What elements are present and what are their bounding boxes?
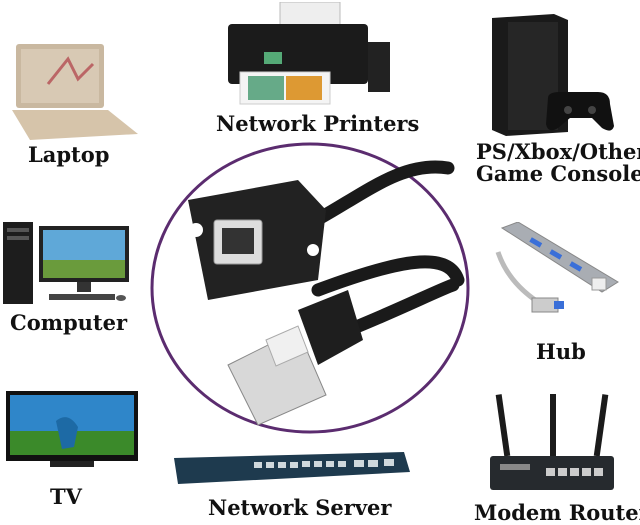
hub-label: Hub	[536, 339, 586, 364]
modem-router-label: Modem Router	[474, 500, 640, 525]
computer-image	[3, 222, 133, 306]
game-console-image	[488, 14, 618, 136]
network-printers-label: Network Printers	[216, 111, 420, 136]
ethernet-extension-cable-image	[148, 140, 472, 438]
laptop-label: Laptop	[28, 142, 110, 167]
computer-label: Computer	[10, 310, 128, 335]
network-switch-image	[174, 452, 410, 486]
tv-label: TV	[50, 484, 82, 509]
laptop-image	[8, 44, 140, 140]
printer-image	[220, 2, 392, 106]
usb-hub-image	[488, 222, 628, 320]
network-server-label: Network Server	[208, 495, 392, 520]
game-console-label-line1: PS/Xbox/Other	[476, 139, 640, 164]
game-console-label-line2: Game Console	[476, 161, 640, 186]
modem-router-image	[490, 394, 614, 492]
tv-image	[6, 391, 138, 473]
